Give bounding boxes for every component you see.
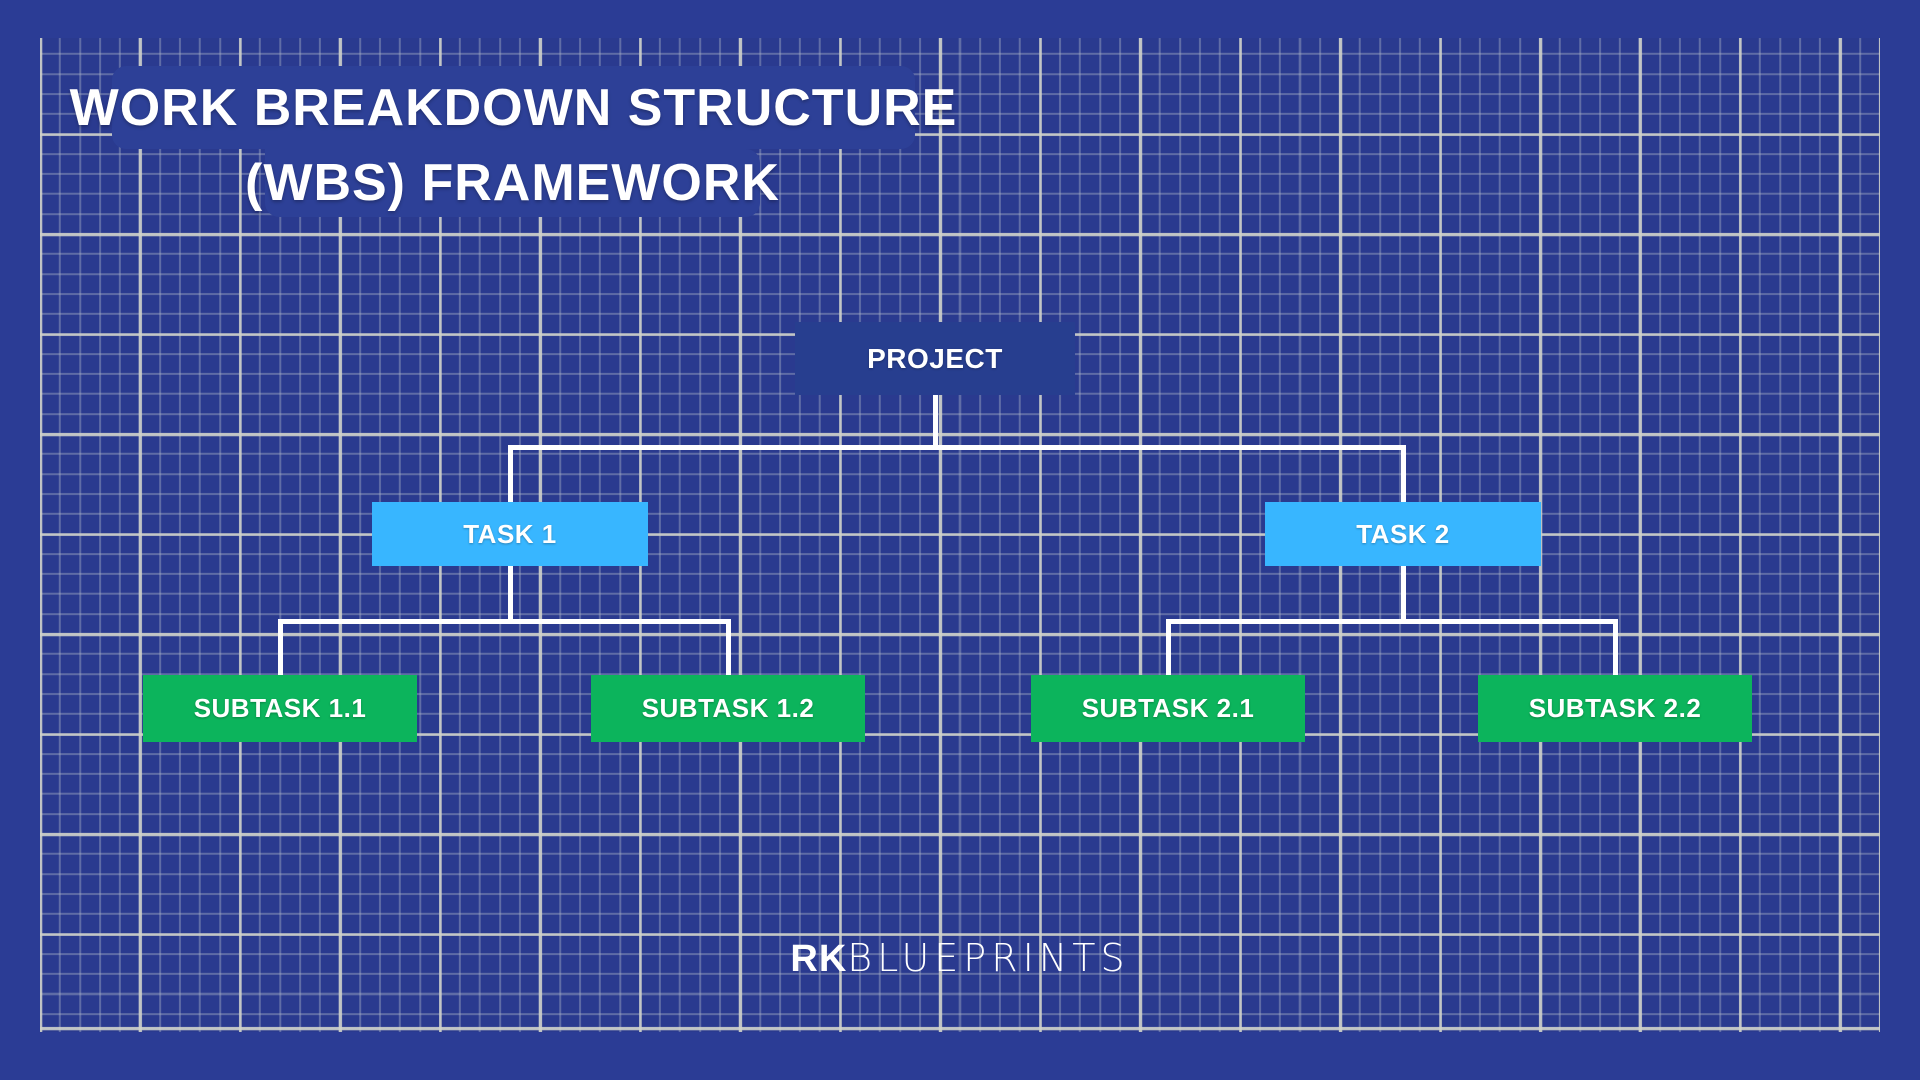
connector-subtasks2-horizontal <box>1166 619 1618 624</box>
brand-logo-rest: BLUEPRINTS <box>847 936 1130 980</box>
page-title-line-1: WORK BREAKDOWN STRUCTURE <box>70 66 956 149</box>
connector-subtask22-drop <box>1613 619 1618 677</box>
connector-subtask21-drop <box>1166 619 1171 677</box>
brand-logo: RKBLUEPRINTS <box>0 936 1920 981</box>
connector-task2-down <box>1401 566 1406 622</box>
brand-logo-bold: RK <box>790 938 848 980</box>
node-subtask-1-2: SUBTASK 1.2 <box>591 675 865 742</box>
connector-task1-drop <box>508 445 513 504</box>
connector-task2-drop <box>1401 445 1406 504</box>
connector-subtask12-drop <box>726 619 731 677</box>
node-task-2: TASK 2 <box>1265 502 1541 566</box>
connector-subtasks1-horizontal <box>278 619 731 624</box>
connector-subtask11-drop <box>278 619 283 677</box>
node-task-1: TASK 1 <box>372 502 648 566</box>
node-project: PROJECT <box>795 322 1075 395</box>
node-subtask-1-1: SUBTASK 1.1 <box>143 675 417 742</box>
node-subtask-2-2: SUBTASK 2.2 <box>1478 675 1752 742</box>
connector-project-down <box>933 395 938 449</box>
node-subtask-2-1: SUBTASK 2.1 <box>1031 675 1305 742</box>
page-title-line-2: (WBS) FRAMEWORK <box>245 149 779 217</box>
connector-tasks-horizontal <box>508 445 1406 450</box>
connector-task1-down <box>508 566 513 622</box>
